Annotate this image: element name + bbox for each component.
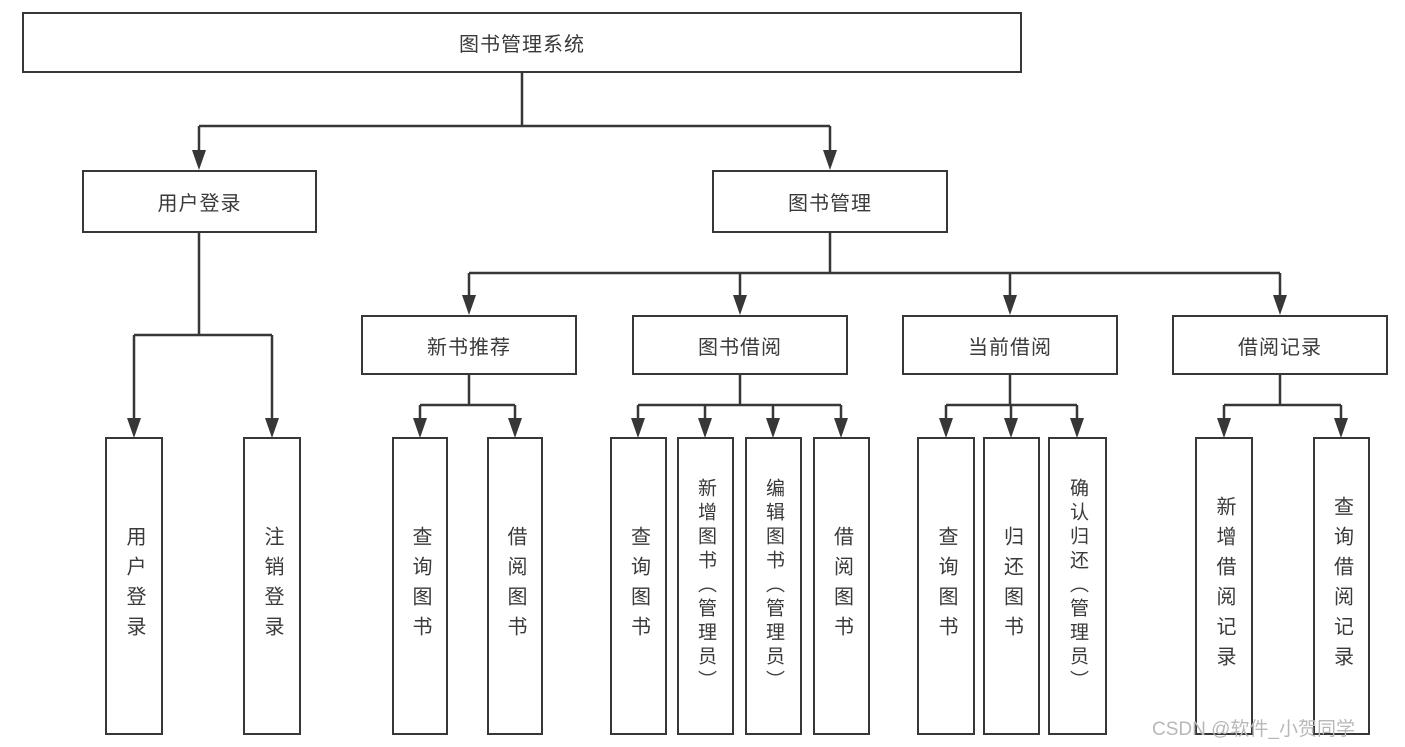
leaf-query-borrow-record: 查询借阅记录	[1313, 437, 1370, 735]
node-borrow-records: 借阅记录	[1172, 315, 1388, 375]
node-root-label: 图书管理系统	[459, 34, 585, 56]
leaf-borrow-books-2: 借阅图书	[813, 437, 870, 735]
leaf-borrow-books-1-label: 借阅图书	[504, 526, 526, 646]
node-current-borrow-label: 当前借阅	[968, 336, 1052, 359]
leaf-query-borrow-record-label: 查询借阅记录	[1330, 496, 1353, 676]
leaf-edit-book-admin-label: 编辑图书（管理员）	[763, 478, 784, 694]
leaf-query-books-1: 查询图书	[392, 437, 448, 735]
leaf-logout: 注销登录	[243, 437, 301, 735]
leaf-add-book-admin-label: 新增图书（管理员）	[695, 478, 716, 694]
leaf-add-book-admin: 新增图书（管理员）	[677, 437, 734, 735]
leaf-query-books-2-label: 查询图书	[627, 526, 650, 646]
leaf-query-books-3: 查询图书	[917, 437, 975, 735]
node-book-borrow: 图书借阅	[632, 315, 848, 375]
leaf-borrow-books-2-label: 借阅图书	[830, 526, 853, 646]
csdn-watermark: CSDN @软件_小贺同学	[1152, 719, 1355, 740]
node-user-login: 用户登录	[82, 170, 317, 233]
leaf-user-login-label: 用户登录	[123, 526, 145, 646]
leaf-query-books-3-label: 查询图书	[935, 526, 957, 646]
leaf-edit-book-admin: 编辑图书（管理员）	[745, 437, 802, 735]
leaf-return-book-label: 归还图书	[1000, 526, 1023, 646]
node-book-borrow-label: 图书借阅	[698, 336, 782, 359]
node-root: 图书管理系统	[22, 12, 1022, 73]
leaf-confirm-return-admin-label: 确认归还（管理员）	[1067, 478, 1088, 694]
node-book-management-label: 图书管理	[788, 193, 872, 215]
leaf-query-books-2: 查询图书	[610, 437, 667, 735]
leaf-user-login: 用户登录	[105, 437, 163, 735]
leaf-query-books-1-label: 查询图书	[409, 526, 431, 646]
node-new-book-recommend-label: 新书推荐	[427, 336, 511, 359]
leaf-borrow-books-1: 借阅图书	[487, 437, 543, 735]
node-current-borrow: 当前借阅	[902, 315, 1118, 375]
leaf-logout-label: 注销登录	[261, 526, 283, 646]
node-book-management: 图书管理	[712, 170, 948, 233]
leaf-add-borrow-record-label: 新增借阅记录	[1213, 496, 1235, 676]
node-user-login-label: 用户登录	[157, 193, 242, 215]
node-borrow-records-label: 借阅记录	[1238, 336, 1322, 359]
leaf-return-book: 归还图书	[983, 437, 1040, 735]
leaf-confirm-return-admin: 确认归还（管理员）	[1048, 437, 1107, 735]
leaf-add-borrow-record: 新增借阅记录	[1195, 437, 1253, 735]
node-new-book-recommend: 新书推荐	[361, 315, 577, 375]
